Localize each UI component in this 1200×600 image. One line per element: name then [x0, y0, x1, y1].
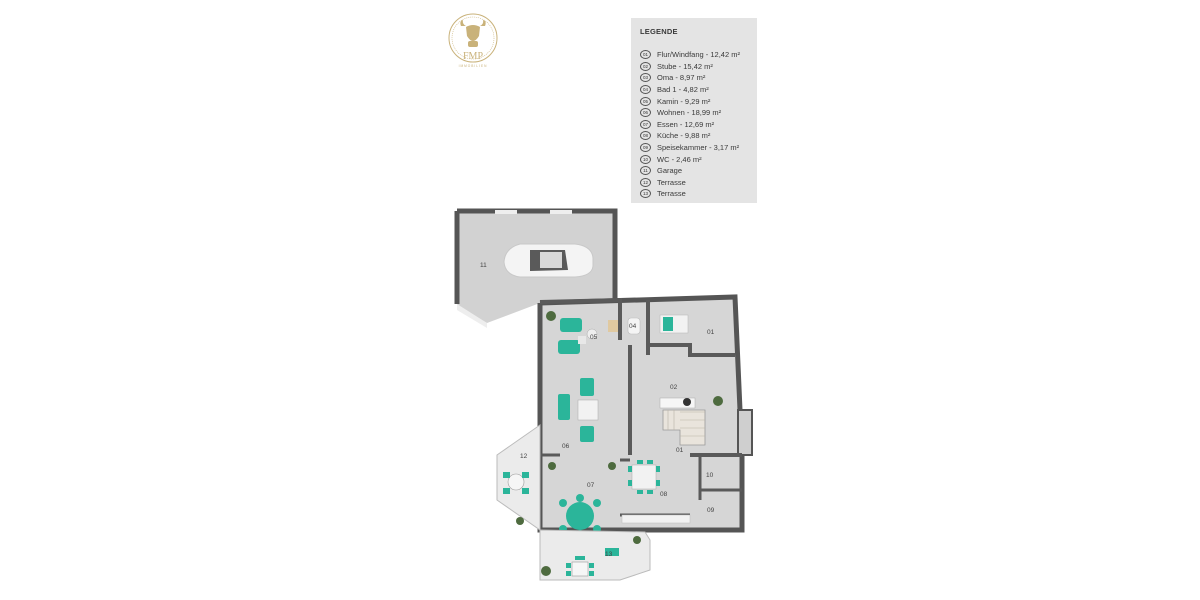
legend-item: 12 Terrasse	[640, 177, 748, 189]
kamin-seating	[558, 318, 598, 354]
logo-text: FMP	[463, 51, 483, 62]
terrace-13	[539, 529, 651, 581]
legend-item-number: 08	[640, 131, 651, 141]
room-label-13: 13	[605, 551, 613, 558]
room-label-07: 07	[587, 482, 595, 489]
terrace-12	[496, 424, 541, 531]
legend-item: 01 Flur/Windfang - 12,42 m²	[640, 49, 748, 61]
fmp-logo: FMP IMMOBILIEN	[448, 13, 498, 68]
legend-item-label: Oma - 8,97 m²	[657, 73, 706, 83]
logo-subtext: IMMOBILIEN	[459, 64, 488, 68]
room-label-04: 04	[629, 323, 637, 330]
legend-item-label: Stube - 15,42 m²	[657, 61, 713, 71]
legend-item: 03 Oma - 8,97 m²	[640, 72, 748, 84]
room-label-08: 08	[660, 491, 668, 498]
living-sofa	[558, 378, 599, 442]
legend-item-number: 01	[640, 50, 651, 60]
legend-item: 05 Kamin - 9,29 m²	[640, 95, 748, 107]
room-label-01: 01	[707, 329, 715, 336]
house-floor	[537, 294, 753, 533]
legend-item-label: Speisekammer - 3,17 m²	[657, 143, 740, 153]
legend-item-number: 07	[640, 119, 651, 129]
legend-item-label: Flur/Windfang - 12,42 m²	[657, 50, 740, 60]
legend-item-number: 02	[640, 61, 651, 71]
legend-item-label: Terrasse	[657, 189, 686, 199]
legend-item-label: WC - 2,46 m²	[657, 154, 702, 164]
legend-item-number: 12	[640, 177, 651, 187]
room-label-01-flur: 01	[676, 447, 684, 454]
legend-item: 13 Terrasse	[640, 188, 748, 200]
staircase	[662, 409, 706, 446]
garage	[454, 208, 618, 328]
legend-panel: LEGENDE 01 Flur/Windfang - 12,42 m² 02 Stub…	[631, 18, 757, 203]
legend-item-label: Essen - 12,69 m²	[657, 119, 715, 129]
legend-item-number: 10	[640, 154, 651, 164]
legend-item-label: Terrasse	[657, 177, 686, 187]
room-label-06: 06	[562, 443, 570, 450]
legend-item: 09 Speisekammer - 3,17 m²	[640, 142, 748, 154]
legend-item: 10 WC - 2,46 m²	[640, 153, 748, 165]
legend-item-label: Garage	[657, 166, 683, 176]
room-label-11: 11	[480, 262, 487, 269]
car-icon	[503, 243, 594, 278]
legend-item-number: 11	[640, 166, 651, 176]
room-label-05: 05	[590, 334, 598, 341]
legend-item-number: 04	[640, 85, 651, 95]
legend-item-number: 13	[640, 189, 651, 199]
kitchen-table	[628, 460, 660, 494]
legend-item-number: 03	[640, 73, 651, 83]
legend-item-label: Kamin - 9,29 m²	[657, 96, 711, 106]
legend-item-number: 05	[640, 96, 651, 106]
legend-item-label: Wohnen - 18,99 m²	[657, 108, 722, 118]
legend-item: 02 Stube - 15,42 m²	[640, 61, 748, 73]
legend-item: 07 Essen - 12,69 m²	[640, 119, 748, 131]
bull-crest-icon	[460, 20, 486, 47]
legend-item: 11 Garage	[640, 165, 748, 177]
legend-item-label: Bad 1 - 4,82 m²	[657, 85, 709, 95]
room-label-09: 09	[707, 507, 715, 514]
legend-item: 08 Küche - 9,88 m²	[640, 130, 748, 142]
legend-title: LEGENDE	[640, 27, 678, 36]
legend-item-number: 06	[640, 108, 651, 118]
legend-list: 01 Flur/Windfang - 12,42 m² 02 Stube - 15,4…	[640, 49, 748, 200]
legend-item: 04 Bad 1 - 4,82 m²	[640, 84, 748, 96]
legend-item: 06 Wohnen - 18,99 m²	[640, 107, 748, 119]
room-label-12: 12	[520, 453, 528, 460]
legend-item-label: Küche - 9,88 m²	[657, 131, 711, 141]
legend-item-number: 09	[640, 143, 651, 153]
room-label-02: 02	[670, 384, 678, 391]
room-label-10: 10	[706, 472, 714, 479]
